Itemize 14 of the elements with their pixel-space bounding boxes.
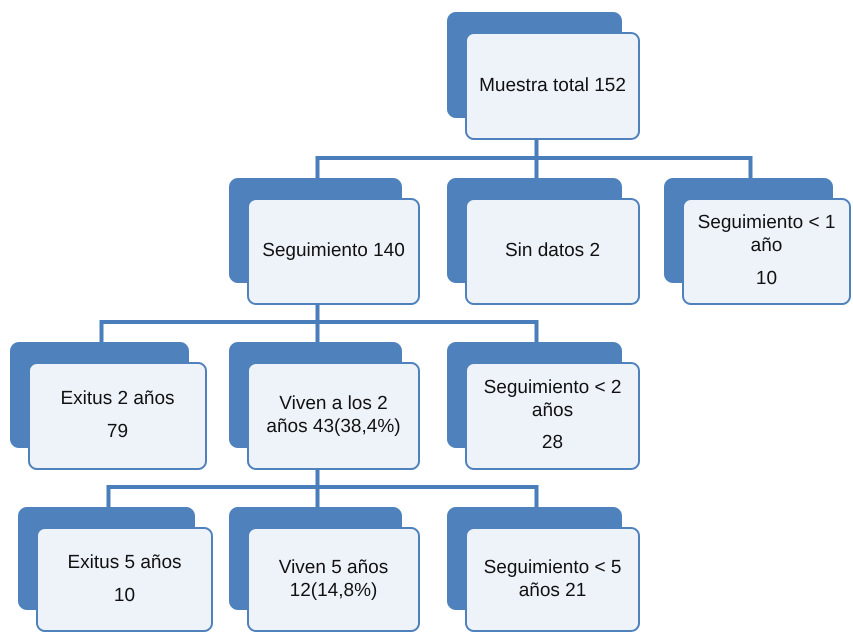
node-label: 10 <box>756 268 778 291</box>
node-label: 28 <box>542 432 564 456</box>
node-label: Seguimiento < 2 años <box>482 376 622 422</box>
node-label: 79 <box>106 421 128 444</box>
node-label: Muestra total 152 <box>479 74 626 98</box>
node-label: Sin datos 2 <box>504 240 600 263</box>
node-label: Viven a los 2 años 43(38,4%) <box>265 393 402 439</box>
node-label: Viven 5 años 12(14,8%) <box>278 556 390 602</box>
node-label: Exitus 5 años <box>67 552 182 574</box>
node-label: 10 <box>114 584 136 608</box>
node-label: Seguimiento < 1 año <box>696 212 836 258</box>
node-label: Seguimiento 140 <box>262 240 405 263</box>
node-label: Exitus 2 años <box>60 388 175 411</box>
node-label: Seguimiento < 5 años 21 <box>482 556 622 602</box>
